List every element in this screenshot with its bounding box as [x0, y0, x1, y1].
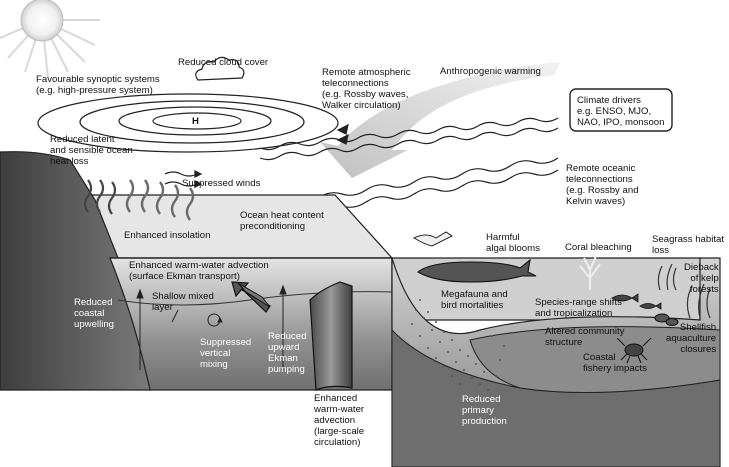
climate-drivers-label: Climate drivers e.g. ENSO, MJO, NAO, IPO… [577, 95, 665, 128]
coastal-shelf [469, 326, 721, 393]
harmful-algal-label: Harmful algal blooms [486, 232, 540, 254]
insolation-arrows [125, 179, 195, 221]
kelp-icon [686, 283, 711, 319]
shallow-mixed-layer-label: Shallow mixed layer [152, 291, 214, 313]
ekman-transport-arrow [231, 281, 271, 313]
favourable-synoptic-label: Favourable synoptic systems (e.g. high-p… [36, 74, 160, 96]
fish-icon [611, 293, 662, 310]
reduced-latent-label: Reduced latent and sensible ocean heat l… [50, 134, 133, 167]
coastal-fishery-label: Coastal fishery impacts [583, 352, 647, 374]
altered-community-label: Altered community structure [545, 326, 625, 348]
suppressed-winds-arrows [164, 170, 203, 188]
coral-bleaching-label: Coral bleaching [565, 242, 632, 253]
anthropogenic-warming-label: Anthropogenic warming [440, 66, 541, 77]
remote-atmospheric-label: Remote atmospheric teleconnections (e.g.… [322, 67, 411, 111]
bird-icon [412, 231, 453, 247]
climate-drivers-box [569, 88, 673, 132]
suppressed-vertical-mixing-label: Suppressed vertical mixing [200, 337, 252, 370]
coral-icon [579, 255, 601, 290]
reduced-coastal-upwelling-label: Reduced coastal upwelling [74, 297, 115, 330]
remote-oceanic-label: Remote oceanic teleconnections (e.g. Ros… [566, 163, 639, 207]
sun-icon [0, 0, 100, 79]
dieback-kelp-label: Dieback of kelp forests [684, 262, 719, 295]
seagrass-label: Seagrass habitat loss [652, 234, 724, 256]
reduced-cloud-label: Reduced cloud cover [178, 57, 269, 68]
plankton-dots [411, 299, 505, 391]
cloud-icon [195, 56, 245, 81]
upwelling-arrows [136, 284, 287, 370]
heat-loss-arrows [83, 179, 117, 215]
shellfish-icon [654, 313, 679, 326]
atmospheric-teleconnection-arrows [259, 117, 559, 161]
seagrass-icon [657, 263, 677, 291]
crab-icon [616, 337, 652, 364]
shellfish-label: Shellfish aquaculture closures [666, 322, 717, 355]
megafauna-label: Megafauna and bird mortalities [441, 289, 508, 311]
vertical-mixing-icon [207, 313, 223, 327]
suppressed-winds-label: Suppressed winds [182, 178, 261, 189]
enhanced-insolation-label: Enhanced insolation [124, 230, 211, 241]
reduced-primary-production-label: Reduced primary production [462, 394, 507, 427]
ocean-surface-top [68, 194, 394, 259]
enhanced-ww-advection-large-label: Enhanced warm-water advection (large-sca… [314, 393, 365, 448]
large-scale-circulation-curtain [309, 281, 353, 391]
whale-icon [417, 258, 537, 283]
enhanced-ww-advection-surface-label: Enhanced warm-water advection (surface E… [129, 260, 269, 282]
high-pressure-symbol: H [192, 116, 199, 127]
species-range-label: Species-range shifts and tropicalization [535, 297, 622, 319]
anthropogenic-warming-arrow [320, 62, 560, 178]
high-pressure-isobars [37, 93, 339, 153]
reduced-upward-ekman-label: Reduced upward Ekman pumping [268, 331, 307, 375]
ocean-heat-content-label: Ocean heat content preconditioning [240, 210, 324, 232]
